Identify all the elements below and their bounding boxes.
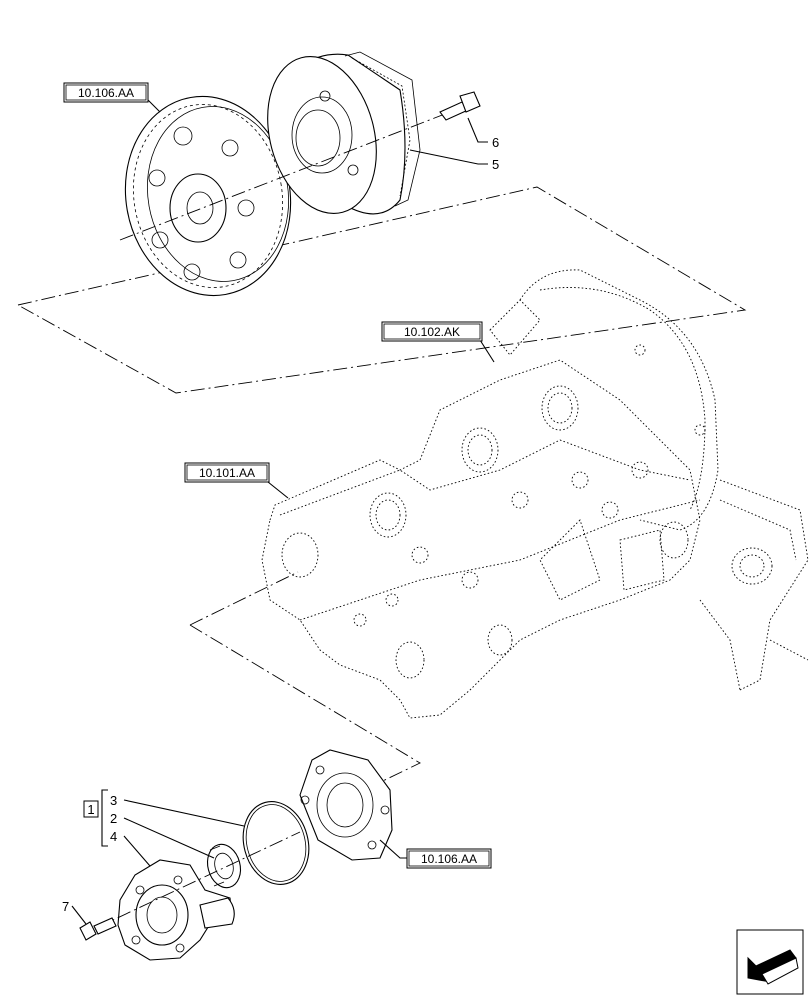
leader-4 (123, 835, 151, 867)
callout-7: 7 (62, 899, 69, 914)
leader-cover-ref (379, 839, 408, 859)
ref-label-gear: 10.106.AA (78, 86, 134, 100)
leader-5 (409, 149, 488, 165)
callout-6: 6 (492, 135, 499, 150)
callout-4: 4 (110, 829, 117, 844)
engine-block (261, 359, 701, 719)
leader-3 (123, 799, 245, 827)
assembly-outline-middle-2 (189, 624, 421, 793)
bolt-lower (79, 917, 117, 941)
leader-flywheel-ref (479, 339, 495, 363)
leader-gear-ref (147, 99, 161, 113)
timing-gear (124, 95, 292, 297)
ref-box-gear[interactable]: 10.106.AA (63, 82, 149, 103)
bolt-upper (439, 91, 481, 121)
callout-2: 2 (110, 811, 117, 826)
assembly-outline-middle (189, 571, 299, 626)
callout-1: 1 (87, 802, 94, 817)
callout-5: 5 (492, 157, 499, 172)
ref-box-flywheel[interactable]: 10.102.AK (381, 321, 483, 342)
ref-label-flywheel: 10.102.AK (404, 325, 460, 339)
ref-label-cover: 10.106.AA (421, 852, 477, 866)
side-frame (699, 479, 809, 691)
pulley-hub (267, 51, 421, 215)
leader-7 (71, 905, 87, 925)
leader-2 (123, 817, 215, 859)
axis-line-upper (119, 111, 451, 241)
ref-box-block[interactable]: 10.101.AA (184, 462, 270, 483)
o-ring-inner (245, 804, 307, 882)
cover-housing (299, 749, 393, 861)
seal (206, 843, 242, 889)
leader-block-ref (267, 481, 289, 499)
axis-line-lower (95, 831, 301, 929)
callout-1-box: 1 (83, 800, 99, 818)
ref-box-cover[interactable]: 10.106.AA (406, 848, 492, 869)
pump-body (117, 859, 235, 961)
bracket-1 (101, 789, 108, 847)
nav-arrow-icon[interactable] (736, 929, 804, 995)
callout-3: 3 (110, 793, 117, 808)
o-ring (242, 801, 310, 885)
assembly-outline-upper (17, 186, 747, 394)
ref-label-block: 10.101.AA (199, 466, 255, 480)
leader-6 (467, 117, 488, 143)
flywheel-housing (489, 269, 719, 531)
